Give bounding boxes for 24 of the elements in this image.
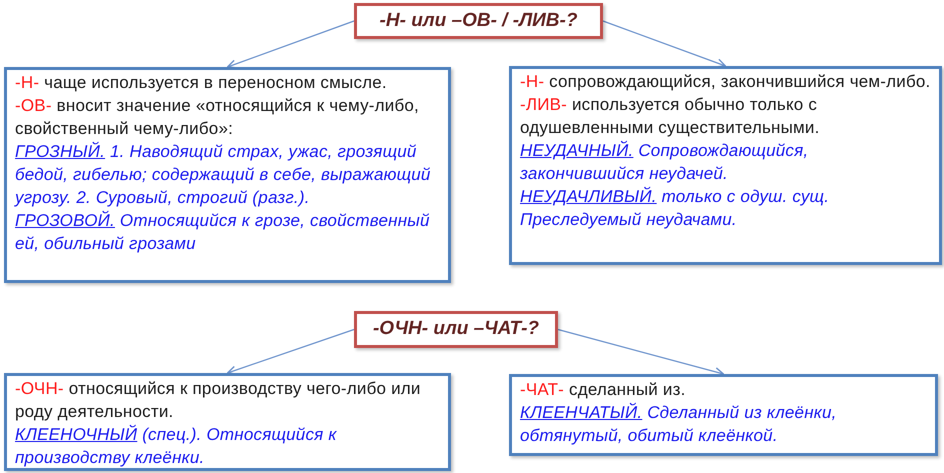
question-text: -ОЧН- или –ЧАТ-? [372, 317, 540, 341]
arrow [226, 20, 354, 69]
dictionary-entry-text: КЛЕЕНОЧНЫЙ (спец.). Относящийся к производству клеёнки. [15, 424, 338, 469]
dictionary-entry-text: ГРОЗНЫЙ. 1. Наводящий страх, ужас, грозящий бедой, гибелью; содержащий в себе, выражающий угрозу. 2. Суровый, строгий (разг.). [15, 140, 432, 209]
dictionary-entry-text: НЕУДАЧЛИВЫЙ. только с одуш. сущ. Преследуемый неудачами. [520, 186, 830, 231]
suffix-rule-text: -Н- чаще используется в переносном смысле. [15, 72, 387, 94]
question-box [354, 311, 558, 348]
definition-box [509, 66, 942, 265]
definition-box [4, 373, 451, 471]
suffix-rule-text: -ОВ- вносит значение «относящийся к чему-либо, свойственный чему-либо»: [15, 95, 420, 140]
dictionary-entry-text: НЕУДАЧНЫЙ. Сопровождающийся, закончившийся неудачей. [520, 140, 810, 185]
dictionary-entry-text: КЛЕЕНЧАТЫЙ. Сделанный из клеёнки, обтянутый, обитый клеёнкой. [520, 402, 838, 447]
dictionary-entry-text: ГРОЗОВОЙ. Относящийся к грозе, свойственный ей, обильный грозами [15, 210, 431, 255]
suffix-rule-text: -Н- сопровождающийся, закончившийся чем-либо. [520, 71, 930, 93]
arrow [558, 328, 724, 376]
suffix-rule-text: -ОЧН- относящийся к производству чего-либо или роду деятельности. [15, 378, 422, 423]
definition-box [4, 67, 451, 283]
arrow [226, 328, 354, 375]
definition-box [509, 374, 938, 456]
question-box [354, 3, 603, 39]
suffix-rule-text: -ЛИВ- используется обычно только с одушевленными существительными. [520, 94, 821, 139]
arrow [602, 20, 726, 68]
suffix-rule-text: -ЧАТ- сделанный из. [520, 379, 686, 401]
question-text: -Н- или –ОВ- / -ЛИВ-? [380, 8, 578, 32]
